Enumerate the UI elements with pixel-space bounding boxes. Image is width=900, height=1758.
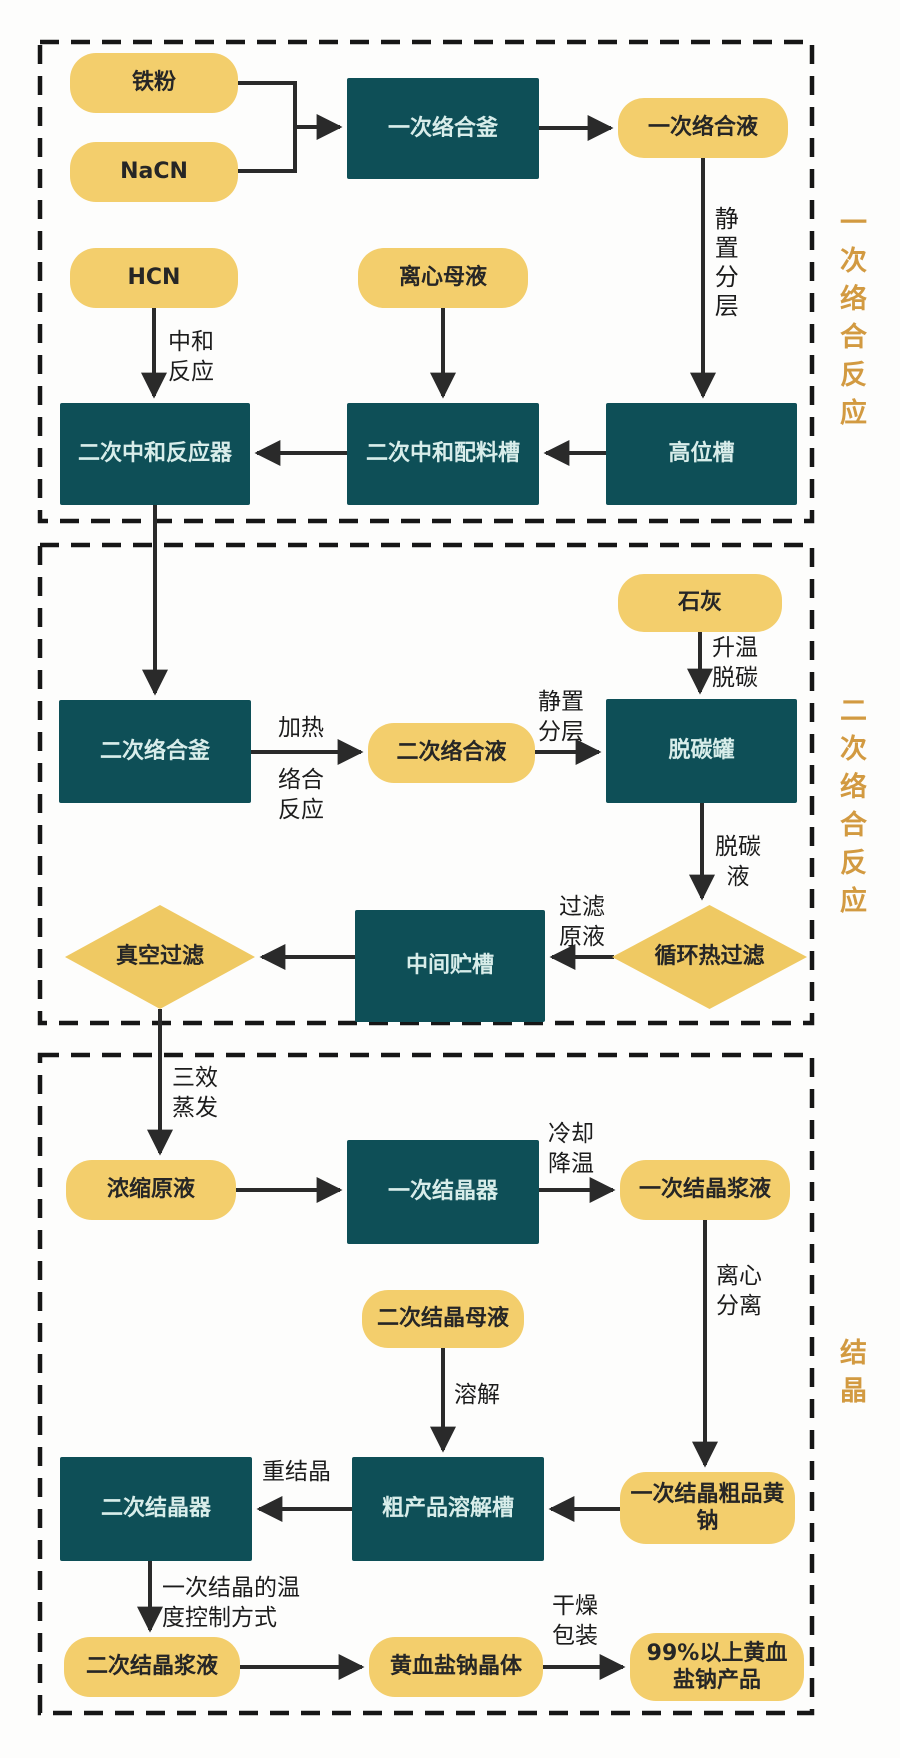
edge-label-centrifugal-separation: 离心 分离	[716, 1263, 762, 1319]
section-2-label: 二次络合反应	[835, 696, 866, 924]
node-first-crystallizer: 一次结晶器	[347, 1140, 539, 1244]
node-centrifuge-mother-liquor: 离心母液	[358, 248, 528, 308]
edge-label-filtered-stock-solution: 过滤 原液	[559, 894, 605, 950]
node-secondary-crystallizer: 二次结晶器	[60, 1457, 252, 1561]
edge-label-decarbonized-liquid: 脱碳 液	[715, 834, 761, 890]
node-first-crystallization-slurry: 一次结晶浆液	[620, 1160, 790, 1220]
node-sodium-ferrocyanide-crystals: 黄血盐钠晶体	[369, 1637, 543, 1697]
node-lime: 石灰	[618, 574, 782, 632]
node-nacn: NaCN	[70, 142, 238, 202]
edge-label-standing-stratification-1: 静置分层	[710, 206, 739, 322]
edge-label-neutralization-reaction: 中和 反应	[168, 329, 214, 385]
edge-label-cooling: 冷却 降温	[548, 1121, 594, 1177]
edge-label-triple-effect-evaporation: 三效 蒸发	[172, 1065, 218, 1121]
node-first-complexation-liquid: 一次络合液	[618, 98, 788, 158]
node-secondary-crystallization-slurry: 二次结晶浆液	[64, 1637, 240, 1697]
node-secondary-complexation-kettle: 二次络合釜	[59, 700, 251, 803]
node-99-percent-product: 99%以上黄血盐钠产品	[630, 1633, 804, 1701]
flow-arrows	[137, 81, 718, 1680]
node-first-complexation-kettle: 一次络合釜	[347, 78, 539, 179]
node-secondary-neutralization-batching-tank: 二次中和配料槽	[347, 403, 539, 505]
node-crude-product-dissolution-tank: 粗产品溶解槽	[352, 1457, 544, 1561]
node-concentrated-stock-solution: 浓缩原液	[66, 1160, 236, 1220]
edge-label-heating: 加热	[278, 715, 324, 741]
edge-label-heating-decarbonization: 升温 脱碳	[712, 635, 758, 691]
edge-label-drying-packaging: 干燥 包装	[552, 1593, 598, 1649]
node-intermediate-storage-tank: 中间贮槽	[355, 910, 545, 1022]
node-elevated-tank: 高位槽	[606, 403, 797, 505]
edge-label-recrystallization: 重结晶	[262, 1459, 331, 1485]
node-hcn: HCN	[70, 248, 238, 308]
node-secondary-crystallization-mother-liquor: 二次结晶母液	[362, 1290, 524, 1348]
edge-label-standing-stratification-2: 静置 分层	[538, 689, 584, 745]
node-first-crystallization-crude-yellow-sodium: 一次结晶粗品黄钠	[620, 1472, 795, 1544]
node-secondary-complexation-liquid: 二次络合液	[368, 723, 535, 783]
section-3-label: 结晶	[835, 1338, 866, 1414]
node-secondary-neutralization-reactor: 二次中和反应器	[60, 403, 250, 505]
edge-label-temperature-control-method: 一次结晶的温 度控制方式	[162, 1575, 300, 1631]
section-1-label: 一次络合反应	[835, 208, 866, 436]
edge-label-dissolve: 溶解	[454, 1382, 500, 1408]
node-iron-powder: 铁粉	[70, 53, 238, 113]
edge-label-complexation-reaction: 络合 反应	[278, 767, 324, 823]
node-decarbonization-tank: 脱碳罐	[606, 699, 797, 803]
section-borders	[37, 39, 815, 1716]
